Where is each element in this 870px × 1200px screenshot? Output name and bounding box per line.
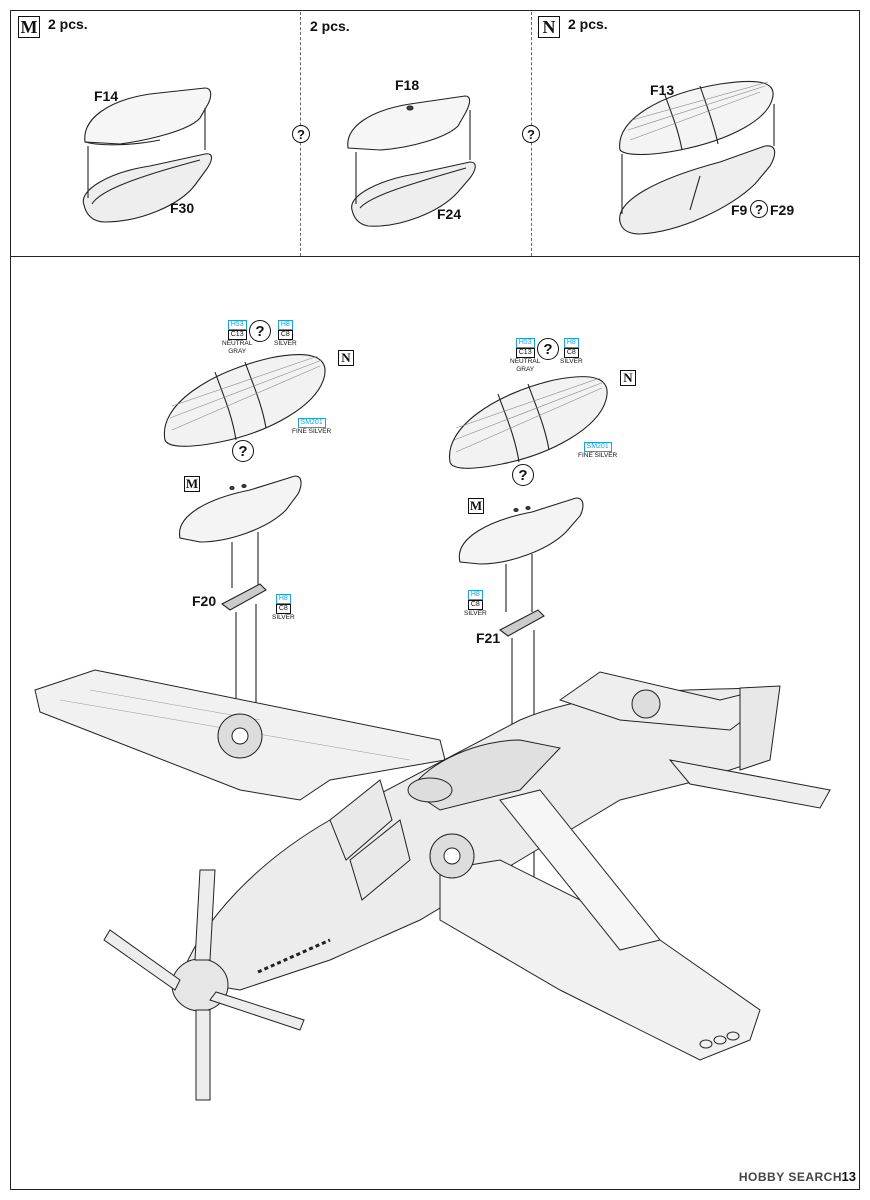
version-n-badge: N	[538, 16, 560, 38]
version-m-badge: M	[468, 498, 484, 514]
glue-symbol-icon: ?	[249, 320, 271, 342]
glue-symbol-icon: ?	[522, 125, 540, 143]
pylon-f21	[498, 609, 545, 637]
paint-callout-neutral-gray: H53 C13 NEUTRAL GRAY	[510, 338, 541, 373]
drop-tank-f13	[619, 80, 774, 156]
paint-callout-silver: H8 C8 SILVER	[464, 590, 487, 617]
drop-tank-n-right	[449, 376, 608, 469]
drop-tank-n-left	[163, 354, 326, 447]
paint-callout-fine-silver: SM201 FINE SILVER	[578, 442, 618, 459]
drop-tank-f14	[84, 87, 212, 146]
watermark: HOBBY SEARCH	[738, 1170, 842, 1184]
quantity-label: 2 pcs.	[48, 16, 88, 32]
paint-callout-silver: H8 C8 SILVER	[272, 594, 295, 621]
drop-tank-f9-f29	[619, 145, 776, 235]
pylon-f20	[220, 583, 267, 611]
part-label-f18: F18	[395, 77, 420, 93]
drop-tank-m-left	[179, 475, 302, 543]
part-label-f9: F9	[731, 202, 748, 218]
paint-callout-silver: H8 C8 SILVER	[560, 338, 583, 365]
part-label-f30: F30	[170, 200, 195, 216]
drop-tank-m-right	[458, 497, 584, 565]
glue-symbol-icon: ?	[512, 464, 534, 486]
part-label-f21: F21	[476, 630, 501, 646]
glue-symbol-icon: ?	[750, 200, 768, 218]
version-m-badge: M	[18, 16, 40, 38]
aircraft-model	[34, 669, 831, 1101]
quantity-label: 2 pcs.	[568, 16, 608, 32]
version-n-badge: N	[620, 370, 636, 386]
drop-tank-f30	[82, 153, 213, 223]
part-label-f14: F14	[94, 88, 119, 104]
paint-callout-silver: H8 C8 SILVER	[274, 320, 297, 347]
section-divider	[10, 256, 860, 257]
glue-symbol-icon: ?	[232, 440, 254, 462]
glue-symbol-icon: ?	[537, 338, 559, 360]
quantity-label: 2 pcs.	[310, 18, 350, 34]
version-m-badge: M	[184, 476, 200, 492]
page-frame	[10, 10, 860, 1190]
version-n-badge: N	[338, 350, 354, 366]
paint-callout-fine-silver: SM201 FINE SILVER	[292, 418, 332, 435]
part-label-f29: F29	[770, 202, 795, 218]
glue-symbol-icon: ?	[292, 125, 310, 143]
paint-callout-neutral-gray: H53 C13 NEUTRAL GRAY	[222, 320, 253, 355]
page-number: 13	[841, 1169, 856, 1184]
part-label-f13: F13	[650, 82, 675, 98]
part-label-f24: F24	[437, 206, 462, 222]
drop-tank-f18	[347, 95, 471, 151]
part-label-f20: F20	[192, 593, 217, 609]
drop-tank-f24	[351, 161, 476, 227]
